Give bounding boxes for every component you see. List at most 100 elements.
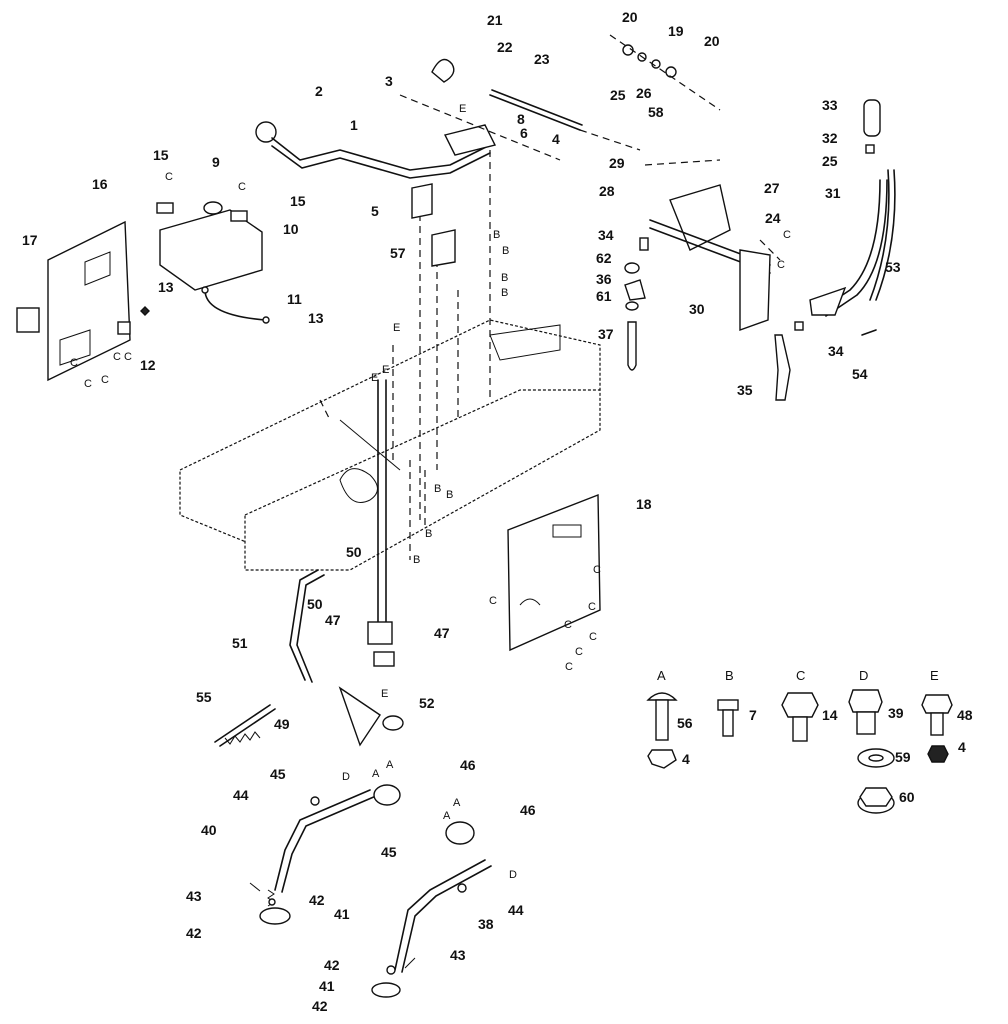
- callout-44: 44: [233, 787, 249, 803]
- hardware-letter-C: C: [165, 171, 173, 183]
- callout-42: 42: [309, 892, 325, 908]
- callout-42: 42: [324, 957, 340, 973]
- hardware-letter-B: B: [425, 528, 432, 540]
- hardware-letter-C: C: [575, 646, 583, 658]
- callout-62: 62: [596, 250, 612, 266]
- callout-34: 34: [598, 227, 614, 243]
- callout-22: 22: [497, 39, 513, 55]
- callout-42: 42: [186, 925, 202, 941]
- callout-20: 20: [622, 9, 638, 25]
- callout-1: 1: [350, 117, 358, 133]
- callout-35: 35: [737, 382, 753, 398]
- hardware-letter-D: D: [509, 869, 517, 881]
- hardware-letter-D: D: [342, 771, 350, 783]
- callout-32: 32: [822, 130, 838, 146]
- hardware-letter-E: E: [371, 372, 378, 384]
- callout-45: 45: [270, 766, 286, 782]
- key-letter-E: E: [930, 668, 939, 683]
- chassis-frame: [179, 319, 601, 571]
- callout-13: 13: [158, 279, 174, 295]
- key-letter-B: B: [725, 668, 734, 683]
- callout-12: 12: [140, 357, 156, 373]
- callout-53: 53: [885, 259, 901, 275]
- callout-25: 25: [822, 153, 838, 169]
- callout-27: 27: [764, 180, 780, 196]
- hardware-letter-C: C: [489, 595, 497, 607]
- shift-lever-assembly: [644, 159, 781, 331]
- callout-45: 45: [381, 844, 397, 860]
- callout-36: 36: [596, 271, 612, 287]
- hardware-letter-E: E: [393, 322, 400, 334]
- callout-17: 17: [22, 232, 38, 248]
- hardware-letter-C: C: [564, 619, 572, 631]
- callout-58: 58: [648, 104, 664, 120]
- hardware-letter-C: C: [124, 351, 132, 363]
- steering-column: [377, 150, 491, 641]
- callout-56: 56: [677, 715, 693, 731]
- hardware-letter-A: A: [372, 768, 380, 780]
- callout-11: 11: [287, 291, 302, 307]
- hardware-letter-C: C: [588, 601, 596, 613]
- fuel-tank: [156, 201, 270, 324]
- callout-61: 61: [596, 288, 612, 304]
- callout-52: 52: [419, 695, 435, 711]
- callout-9: 9: [212, 154, 220, 170]
- callout-59: 59: [895, 749, 911, 765]
- hardware-key: [646, 689, 953, 814]
- lift-lever: [255, 94, 561, 267]
- hardware-letter-B: B: [413, 554, 420, 566]
- callout-41: 41: [319, 978, 335, 994]
- hardware-letter-B: B: [501, 287, 508, 299]
- callout-60: 60: [899, 789, 915, 805]
- callout-4: 4: [682, 751, 690, 767]
- callout-19: 19: [668, 23, 684, 39]
- linkage-parts: [624, 237, 877, 401]
- callout-29: 29: [609, 155, 625, 171]
- callout-48: 48: [957, 707, 973, 723]
- hardware-letter-C: C: [777, 259, 785, 271]
- callout-34: 34: [828, 343, 844, 359]
- hardware-letter-B: B: [493, 229, 500, 241]
- callout-8: 8: [517, 111, 525, 127]
- hardware-letter-C: C: [783, 229, 791, 241]
- callout-16: 16: [92, 176, 108, 192]
- key-letter-A: A: [657, 668, 666, 683]
- hardware-letter-B: B: [502, 245, 509, 257]
- callout-4: 4: [958, 739, 966, 755]
- callout-57: 57: [390, 245, 406, 261]
- callout-3: 3: [385, 73, 393, 89]
- callout-42: 42: [312, 998, 328, 1014]
- callout-15: 15: [153, 147, 169, 163]
- callout-50: 50: [346, 544, 362, 560]
- hardware-letter-C: C: [593, 564, 601, 576]
- callout-18: 18: [636, 496, 652, 512]
- callout-14: 14: [822, 707, 838, 723]
- hardware-letter-A: A: [386, 759, 394, 771]
- callout-15: 15: [290, 193, 306, 209]
- callout-5: 5: [371, 203, 379, 219]
- hardware-letter-C: C: [70, 357, 78, 369]
- drag-link: [214, 569, 404, 747]
- callout-50: 50: [307, 596, 323, 612]
- callout-2: 2: [315, 83, 323, 99]
- key-letter-C: C: [796, 668, 805, 683]
- callout-43: 43: [450, 947, 466, 963]
- hardware-letter-E: E: [381, 688, 388, 700]
- callout-47: 47: [434, 625, 450, 641]
- callout-47: 47: [325, 612, 341, 628]
- hardware-letter-B: B: [446, 489, 453, 501]
- callout-33: 33: [822, 97, 838, 113]
- hardware-letter-B: B: [434, 483, 441, 495]
- callout-30: 30: [689, 301, 705, 317]
- callout-46: 46: [520, 802, 536, 818]
- bolt-12: [140, 306, 150, 316]
- callout-54: 54: [852, 366, 868, 382]
- callout-40: 40: [201, 822, 217, 838]
- bracket-18: [507, 493, 601, 652]
- hardware-letter-E: E: [459, 103, 466, 115]
- hardware-letter-C: C: [101, 374, 109, 386]
